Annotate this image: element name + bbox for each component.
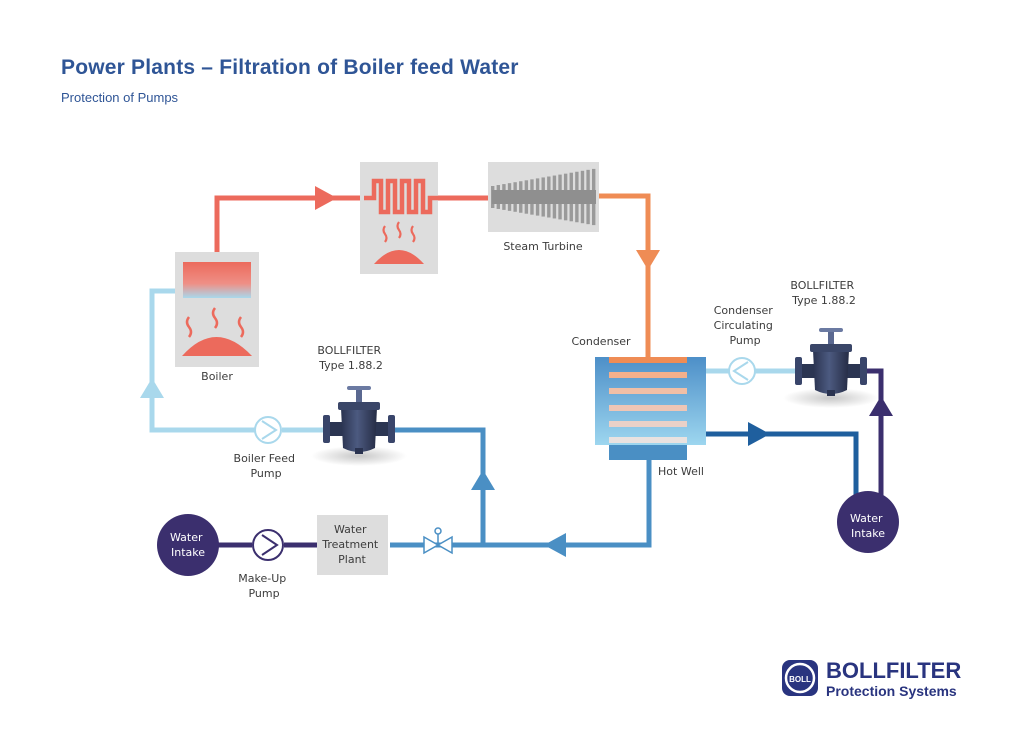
svg-text:Water Intake: Water Intake (850, 512, 886, 540)
condenser (595, 357, 706, 460)
boll-emblem-icon (782, 660, 818, 696)
cooling-outlet-pipe (706, 431, 859, 502)
boiler-feed-pump-icon (254, 416, 282, 444)
logo-tagline: Protection Systems (826, 683, 957, 699)
boiler-feed-pump-label: Boiler Feed Pump (234, 452, 299, 480)
cooling-flow-arrow (748, 422, 770, 446)
condenser-bollfilter-icon (783, 328, 879, 408)
boiler-feed-bollfilter-icon (311, 386, 407, 466)
boll-emblem-text: BOLL (789, 675, 811, 684)
superheater (360, 162, 438, 274)
page-title: Power Plants – Filtration of Boiler feed… (61, 56, 519, 79)
condensate-flow-arrow (544, 533, 566, 557)
steam-turbine (488, 162, 599, 232)
exhaust-pipe (599, 193, 651, 362)
valve-icon (423, 527, 453, 555)
steam-turbine-label: Steam Turbine (503, 240, 583, 253)
boiler (175, 252, 259, 367)
water-treatment-plant-label: Water Treatment Plant (321, 523, 381, 566)
page-subtitle: Protection of Pumps (61, 90, 179, 105)
feedwater-pipe (149, 288, 262, 433)
condensate-pipe (390, 460, 652, 548)
feedwater-flow-arrow (140, 378, 164, 398)
water-intake-left: Water Intake (157, 514, 219, 576)
water-intake-right: Water Intake (837, 491, 899, 553)
cooling-intake-arrow (869, 396, 893, 416)
svg-text:Water Intake: Water Intake (170, 531, 206, 559)
bollfilter-logo: BOLL BOLLFILTER Protection Systems (782, 658, 961, 699)
condenser-label: Condenser (571, 335, 631, 348)
exhaust-flow-arrow (636, 250, 660, 270)
logo-brand: BOLLFILTER (826, 658, 961, 683)
make-up-pump-label: Make-Up Pump (238, 572, 289, 600)
filter-inlet-flow-arrow (471, 470, 495, 490)
turbine-shaft (492, 190, 596, 204)
steam-flow-arrow (315, 186, 337, 210)
condenser-circulating-pump-icon (728, 357, 756, 385)
cooling-intake-pipe (862, 368, 884, 500)
boiler-feed-filter-label: BOLLFILTER Type 1.88.2 (317, 344, 384, 372)
hot-well-label: Hot Well (658, 465, 704, 478)
condenser-circulating-pump-label: Condenser Circulating Pump (714, 304, 777, 347)
filter-inlet-pipe (388, 427, 486, 545)
water-treatment-plant (317, 515, 388, 575)
condenser-filter-label: BOLLFILTER Type 1.88.2 (790, 279, 857, 307)
boiler-label: Boiler (201, 370, 233, 383)
make-up-pump-icon (252, 529, 284, 561)
